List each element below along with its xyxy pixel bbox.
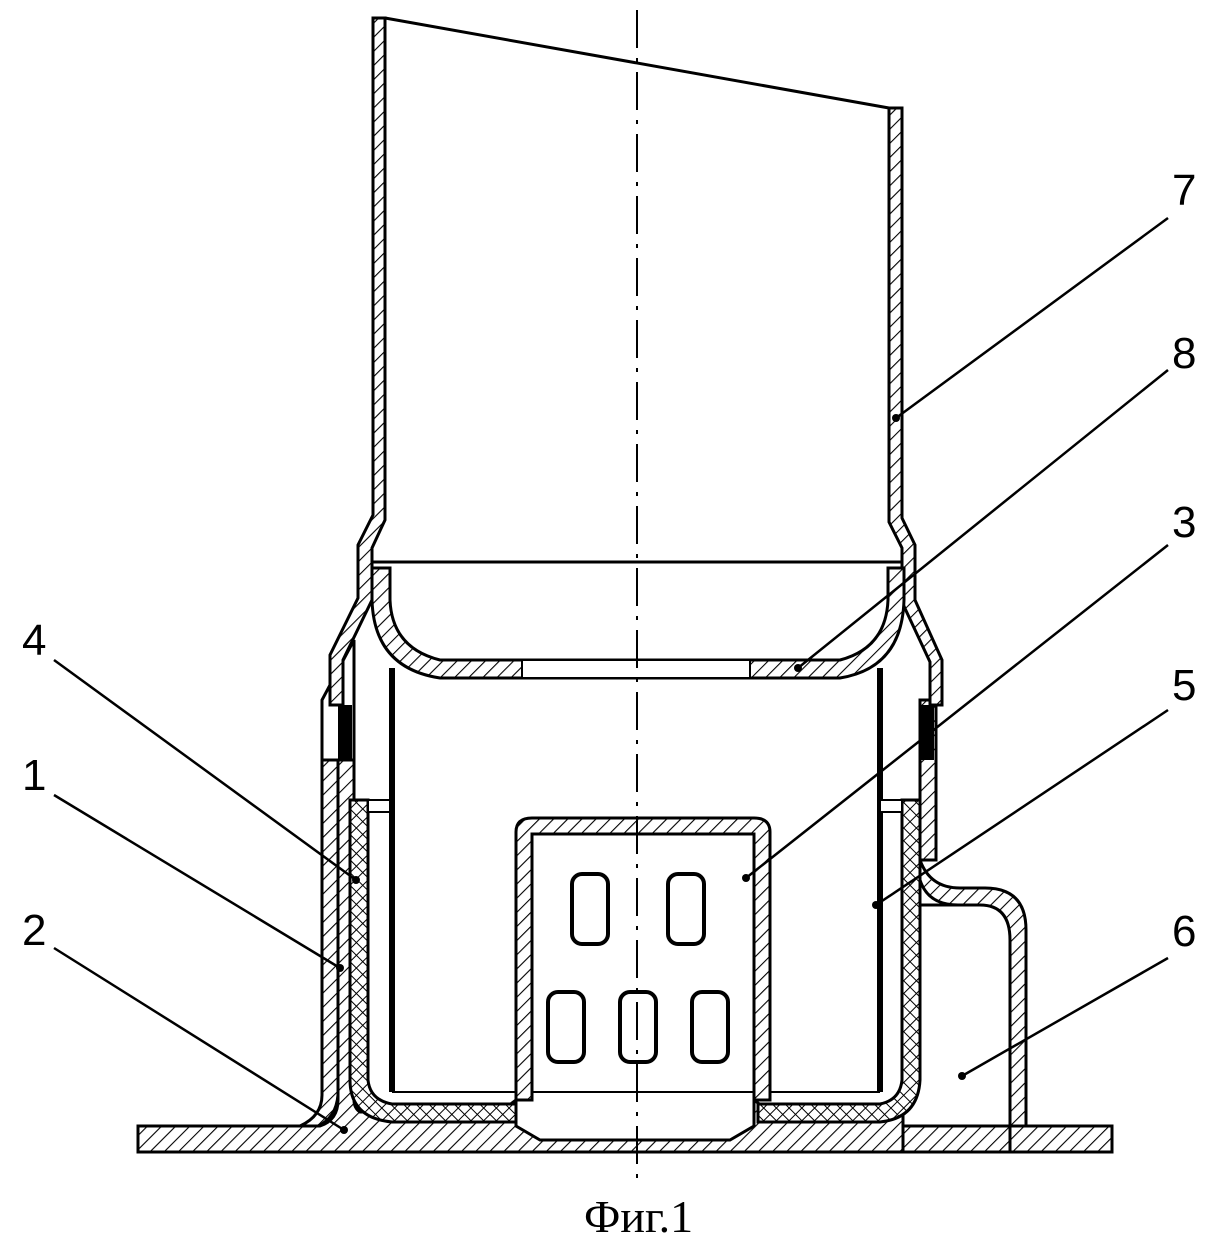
label-7: 7 (1172, 166, 1196, 215)
central-stand (516, 818, 770, 1100)
label-4: 4 (22, 616, 46, 665)
figure-caption: Фиг.1 (584, 1191, 693, 1242)
label-1: 1 (22, 751, 46, 800)
label-8: 8 (1172, 329, 1196, 378)
label-2: 2 (22, 906, 46, 955)
label-6: 6 (1172, 907, 1196, 956)
label-3: 3 (1172, 498, 1196, 547)
label-5: 5 (1172, 661, 1196, 710)
